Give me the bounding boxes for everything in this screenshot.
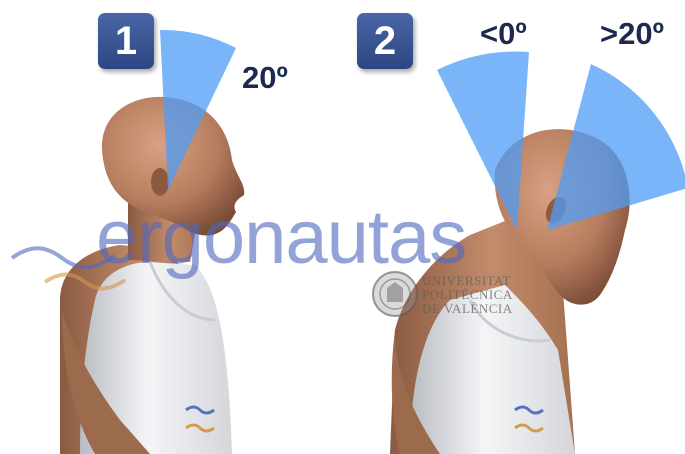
ergonautas-watermark: ergonautas — [96, 200, 466, 276]
step-1-badge: 1 — [98, 13, 154, 69]
step-2-badge: 2 — [357, 13, 413, 69]
university-line: UNIVERSITAT — [422, 274, 513, 288]
university-name: UNIVERSITAT POLITÈCNICA DE VALÈNCIA — [422, 274, 513, 316]
angle-label-extension: <0º — [480, 16, 527, 52]
university-line: DE VALÈNCIA — [422, 302, 513, 316]
university-line: POLITÈCNICA — [422, 288, 513, 302]
angle-label-neutral: 20º — [242, 60, 288, 96]
angle-label-flexion: >20º — [600, 16, 664, 52]
